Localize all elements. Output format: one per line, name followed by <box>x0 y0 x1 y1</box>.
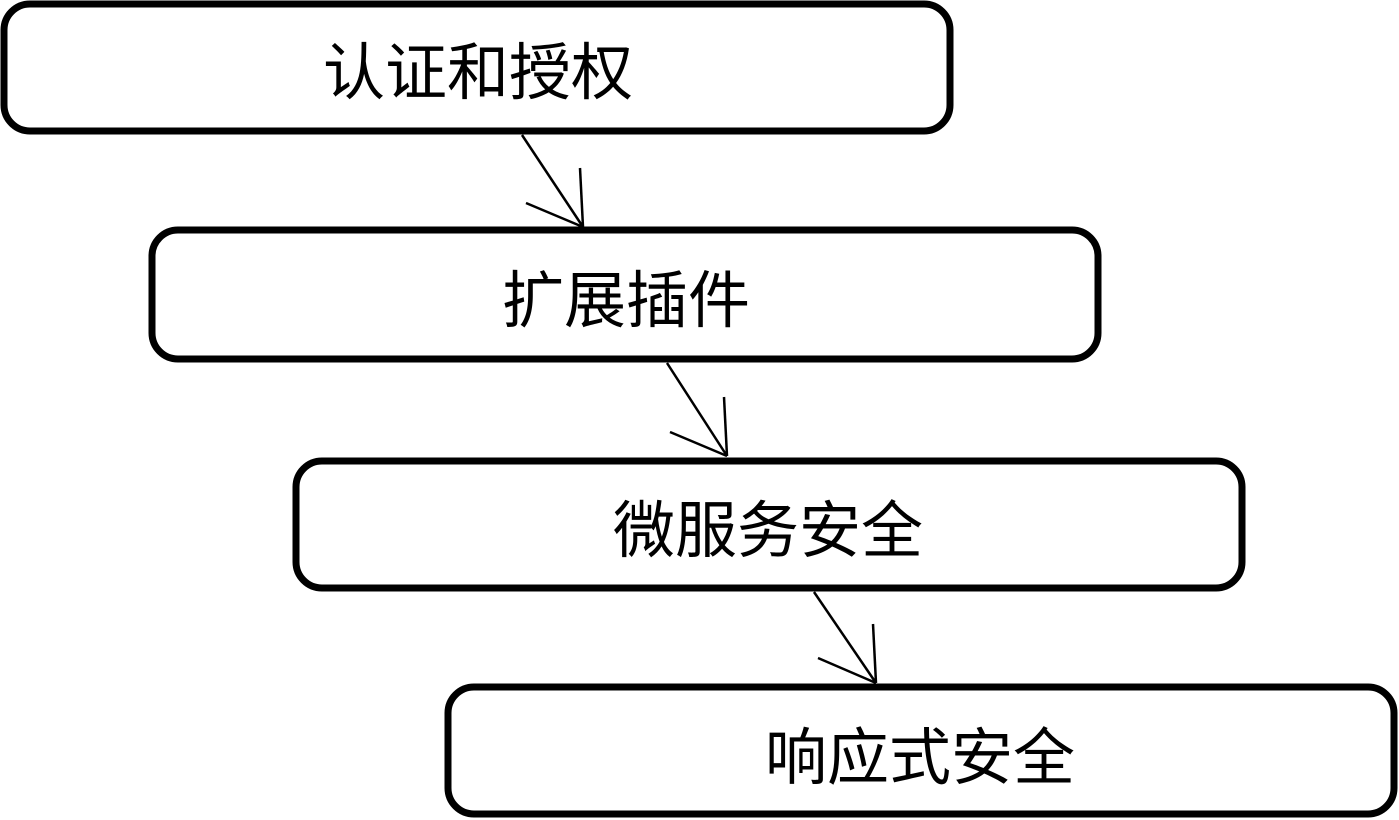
arrow-2-icon <box>665 362 729 458</box>
step-auth-box: 认证和授权 <box>0 0 954 135</box>
step-microservice-label: 微服务安全 <box>613 494 923 567</box>
step-reactive-label: 响应式安全 <box>765 721 1075 794</box>
step-extension-box: 扩展插件 <box>148 226 1102 363</box>
step-extension-label: 扩展插件 <box>502 264 750 337</box>
step-microservice-box: 微服务安全 <box>292 457 1246 592</box>
step-reactive-box: 响应式安全 <box>444 683 1398 818</box>
step-auth-label: 认证和授权 <box>323 36 633 109</box>
arrow-1-icon <box>520 134 585 229</box>
arrow-3-icon <box>812 591 878 685</box>
